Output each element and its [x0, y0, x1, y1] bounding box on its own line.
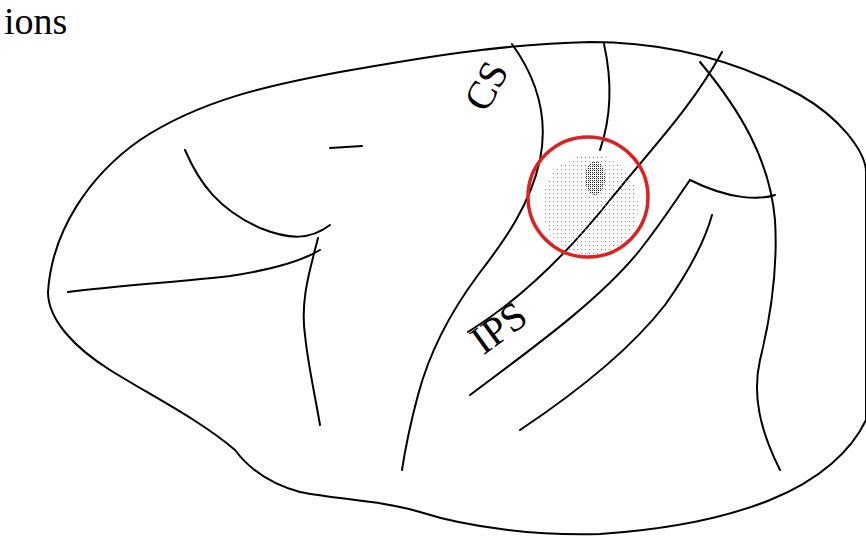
sulcus-line	[520, 215, 712, 430]
sulcus-label: IPS	[464, 295, 534, 361]
lesion-stipple	[542, 155, 638, 255]
sulcus-line	[330, 146, 362, 148]
sulcus-line	[690, 180, 775, 198]
sulcus-line	[185, 150, 330, 237]
sulcus-line	[468, 52, 722, 332]
sulcus-line	[304, 238, 320, 425]
brain-outline	[48, 42, 866, 534]
sulcus-label: CS	[457, 55, 515, 117]
sulcus-line	[68, 250, 320, 292]
heading-fragment: ions	[4, 2, 67, 40]
highlight-circle	[528, 137, 648, 257]
sulcus-line	[700, 62, 780, 470]
sulcus-line	[600, 44, 610, 150]
sulcus-line	[402, 44, 543, 470]
lesion-core	[585, 161, 605, 195]
